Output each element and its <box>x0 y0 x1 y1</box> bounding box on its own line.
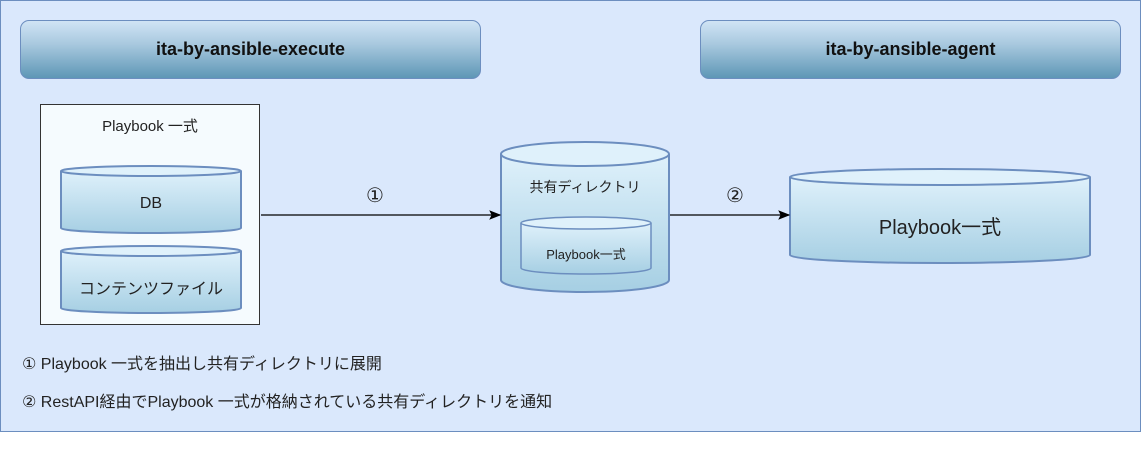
shared-directory-label: 共有ディレクトリ <box>529 179 641 195</box>
header-left-label: ita-by-ansible-execute <box>155 39 346 59</box>
db-cylinder <box>60 165 242 234</box>
shared-playbook-label: Playbook一式 <box>546 247 626 262</box>
db-label: DB <box>139 195 163 212</box>
agent-playbook-label: Playbook一式 <box>878 217 1002 239</box>
agent-playbook-cylinder <box>789 168 1091 264</box>
shared-playbook-cylinder <box>520 216 652 275</box>
header-right-label: ita-by-ansible-agent <box>825 39 996 59</box>
header-ita-by-ansible-agent: ita-by-ansible-agent <box>700 20 1121 79</box>
step1-marker: ① <box>366 185 384 207</box>
legend-step2: ② RestAPI経由でPlaybook 一式が格納されている共有ディレクトリを… <box>22 394 553 411</box>
contents-file-label: コンテンツファイル <box>78 281 223 298</box>
contents-file-cylinder <box>60 245 242 314</box>
playbook-set-title: Playbook 一式 <box>102 118 198 135</box>
step2-marker: ② <box>726 185 744 207</box>
legend-step1: ① Playbook 一式を抽出し共有ディレクトリに展開 <box>22 356 382 373</box>
header-ita-by-ansible-execute: ita-by-ansible-execute <box>20 20 481 79</box>
